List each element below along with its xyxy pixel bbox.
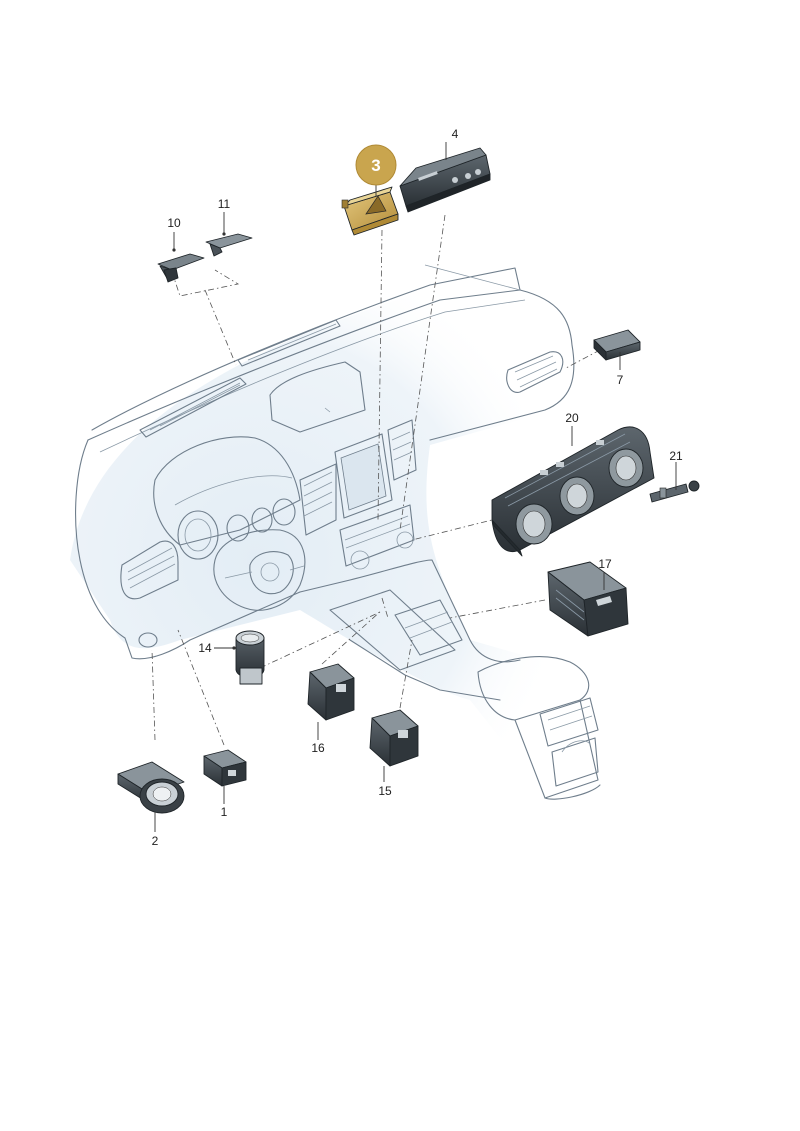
part-15-switch[interactable] [369,709,419,767]
part-4-switch-panel[interactable] [399,147,491,213]
part-16-switch-block[interactable] [547,561,629,637]
part-10-cover[interactable] [157,253,205,283]
callout-7-label[interactable]: 7 [617,373,624,387]
part-20-climate-control[interactable] [491,426,655,557]
callout-3-label: 3 [371,156,380,175]
callout-21-label[interactable]: 21 [669,449,683,463]
callout-16-label[interactable]: 17 [598,557,612,571]
callout-17-label[interactable]: 16 [311,741,325,755]
callout-4-label[interactable]: 4 [452,127,459,141]
callout-20-label[interactable]: 20 [565,411,579,425]
callout-11-label[interactable]: 11 [218,197,231,211]
part-21-sensor[interactable] [649,480,700,503]
callout-10-label[interactable]: 10 [167,216,181,230]
part-3-hazard-switch[interactable] [341,186,399,236]
part-7-switch[interactable] [593,329,641,361]
callout-leaders [154,142,677,832]
callout-14-label[interactable]: 14 [198,641,212,655]
part-2-light-switch[interactable] [117,761,185,814]
callout-3-badge[interactable]: 3 [355,144,397,186]
callout-1-label[interactable]: 1 [221,805,228,819]
part-1-switch[interactable] [203,749,247,787]
part-17-switch[interactable] [307,663,355,721]
part-11-cover[interactable] [205,233,253,257]
callout-2-label[interactable]: 2 [152,834,159,848]
leader-lines [151,214,601,746]
dashboard-outline [70,264,601,800]
part-14-start-button[interactable] [235,630,265,685]
callout-15-label[interactable]: 15 [378,784,392,798]
